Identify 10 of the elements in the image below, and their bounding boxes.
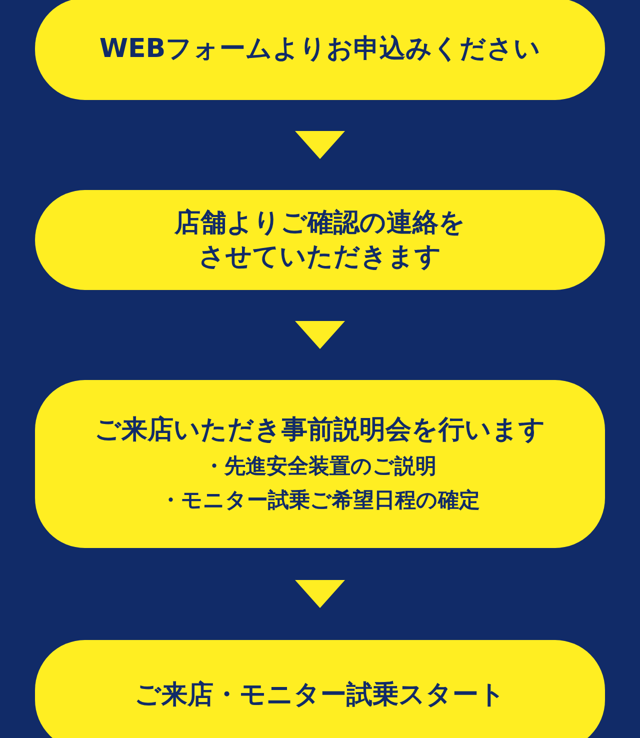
step-text: ご来店・モニター試乗スタート bbox=[134, 679, 506, 712]
step-text: ご来店いただき事前説明会を行います bbox=[94, 414, 546, 447]
step-text: WEBフォームよりお申込みください bbox=[99, 33, 541, 66]
step-box bbox=[35, 380, 605, 548]
bullet-text: ・モニター試乗ご希望日程の確定 bbox=[160, 487, 480, 514]
arrow bbox=[295, 321, 345, 349]
arrow bbox=[295, 580, 345, 608]
step-text: 店舗よりご確認の連絡をさせていただきます bbox=[173, 207, 466, 274]
bullet-text: ・先進安全装置のご説明 bbox=[204, 453, 436, 480]
arrow bbox=[295, 131, 345, 159]
